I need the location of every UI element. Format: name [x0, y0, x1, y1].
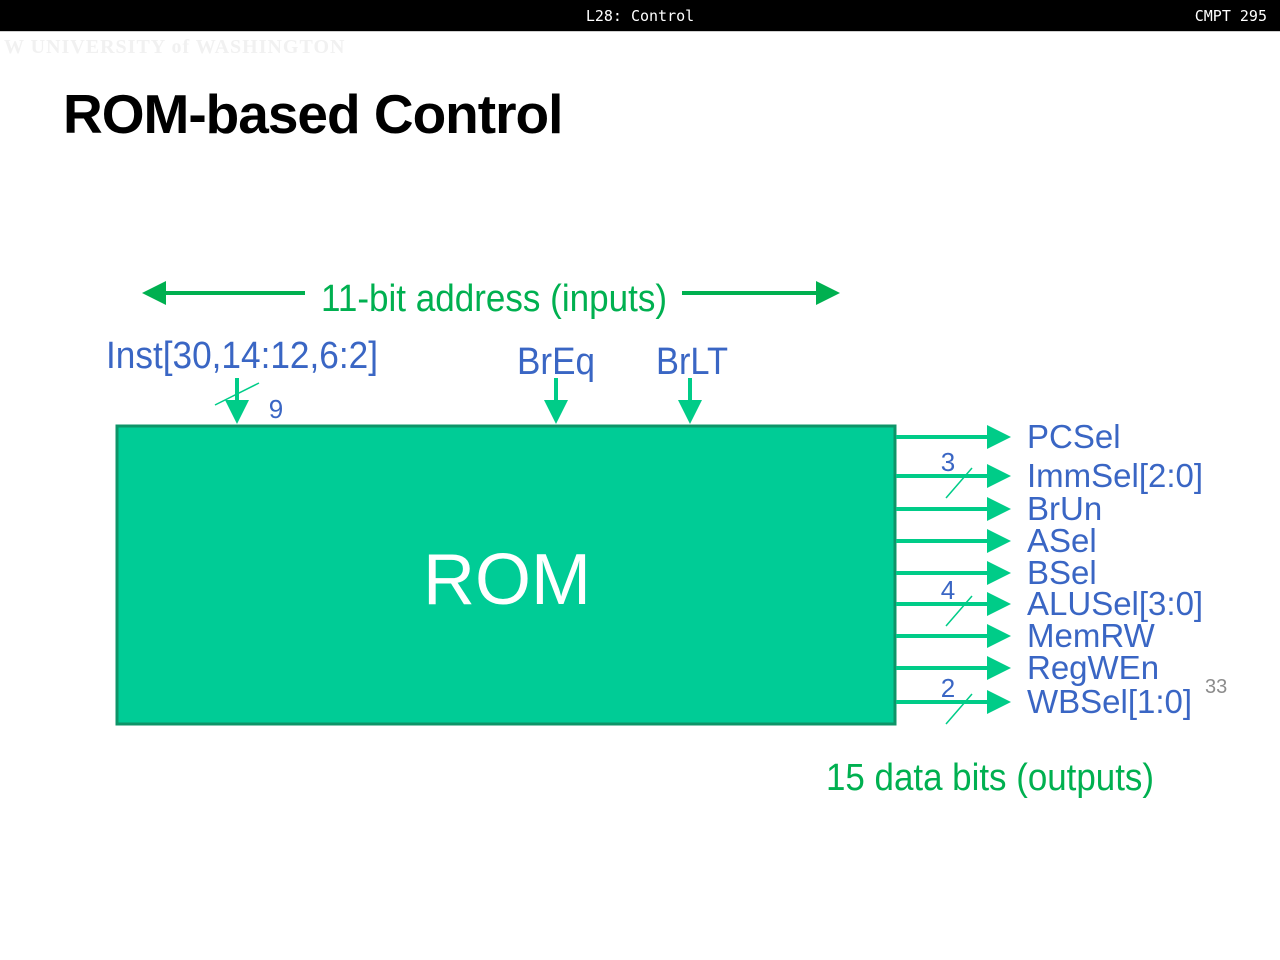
output-signal: ImmSel[2:0] 3	[896, 447, 1203, 499]
output-signal: MemRW	[896, 617, 1156, 654]
bus-width-label: 3	[941, 447, 955, 477]
output-signal: PCSel	[896, 418, 1121, 455]
input-label: BrEq	[517, 341, 595, 383]
bus-width-label: 9	[269, 394, 283, 424]
address-label: 11-bit address (inputs)	[321, 278, 667, 320]
input-label: BrLT	[656, 341, 728, 383]
output-label: BSel	[1027, 554, 1097, 591]
lecture-title: L28: Control	[585, 7, 695, 25]
output-signal: BrUn	[896, 490, 1102, 527]
output-label: MemRW	[1027, 617, 1156, 654]
rom-block	[115, 424, 897, 726]
data-bits-label: 15 data bits (outputs)	[826, 757, 1154, 799]
output-label: PCSel	[1027, 418, 1121, 455]
university-logo: W UNIVERSITY of WASHINGTON	[4, 36, 346, 58]
bus-slash	[945, 595, 973, 627]
output-label: WBSel[1:0]	[1027, 683, 1192, 720]
header-bar: L28: Control CMPT 295	[0, 0, 1280, 32]
output-signal: BSel	[896, 554, 1097, 591]
output-label: RegWEn	[1027, 649, 1159, 686]
bus-slash	[214, 382, 260, 406]
output-label: ImmSel[2:0]	[1027, 457, 1203, 494]
slide-title: ROM-based Control	[63, 83, 563, 145]
input-signal: BrEq	[517, 341, 595, 424]
input-signal: BrLT	[656, 341, 728, 424]
bus-slash	[945, 693, 973, 725]
input-label: Inst[30,14:12,6:2]	[106, 335, 378, 377]
output-label: ASel	[1027, 522, 1097, 559]
course-name: CMPT 295	[1194, 7, 1267, 25]
output-signal: ALUSel[3:0] 4	[896, 575, 1203, 627]
output-label: ALUSel[3:0]	[1027, 585, 1203, 622]
output-signal: ASel	[896, 522, 1097, 559]
input-signal: Inst[30,14:12,6:2] 9	[106, 335, 378, 424]
output-signal: WBSel[1:0] 2	[896, 673, 1192, 725]
output-signal: RegWEn	[896, 649, 1159, 686]
page-number: 33	[1205, 676, 1228, 698]
bus-width-label: 4	[941, 575, 955, 605]
bus-slash	[945, 467, 973, 499]
bus-width-label: 2	[941, 673, 955, 703]
output-label: BrUn	[1027, 490, 1102, 527]
rom-label: ROM	[423, 540, 591, 620]
